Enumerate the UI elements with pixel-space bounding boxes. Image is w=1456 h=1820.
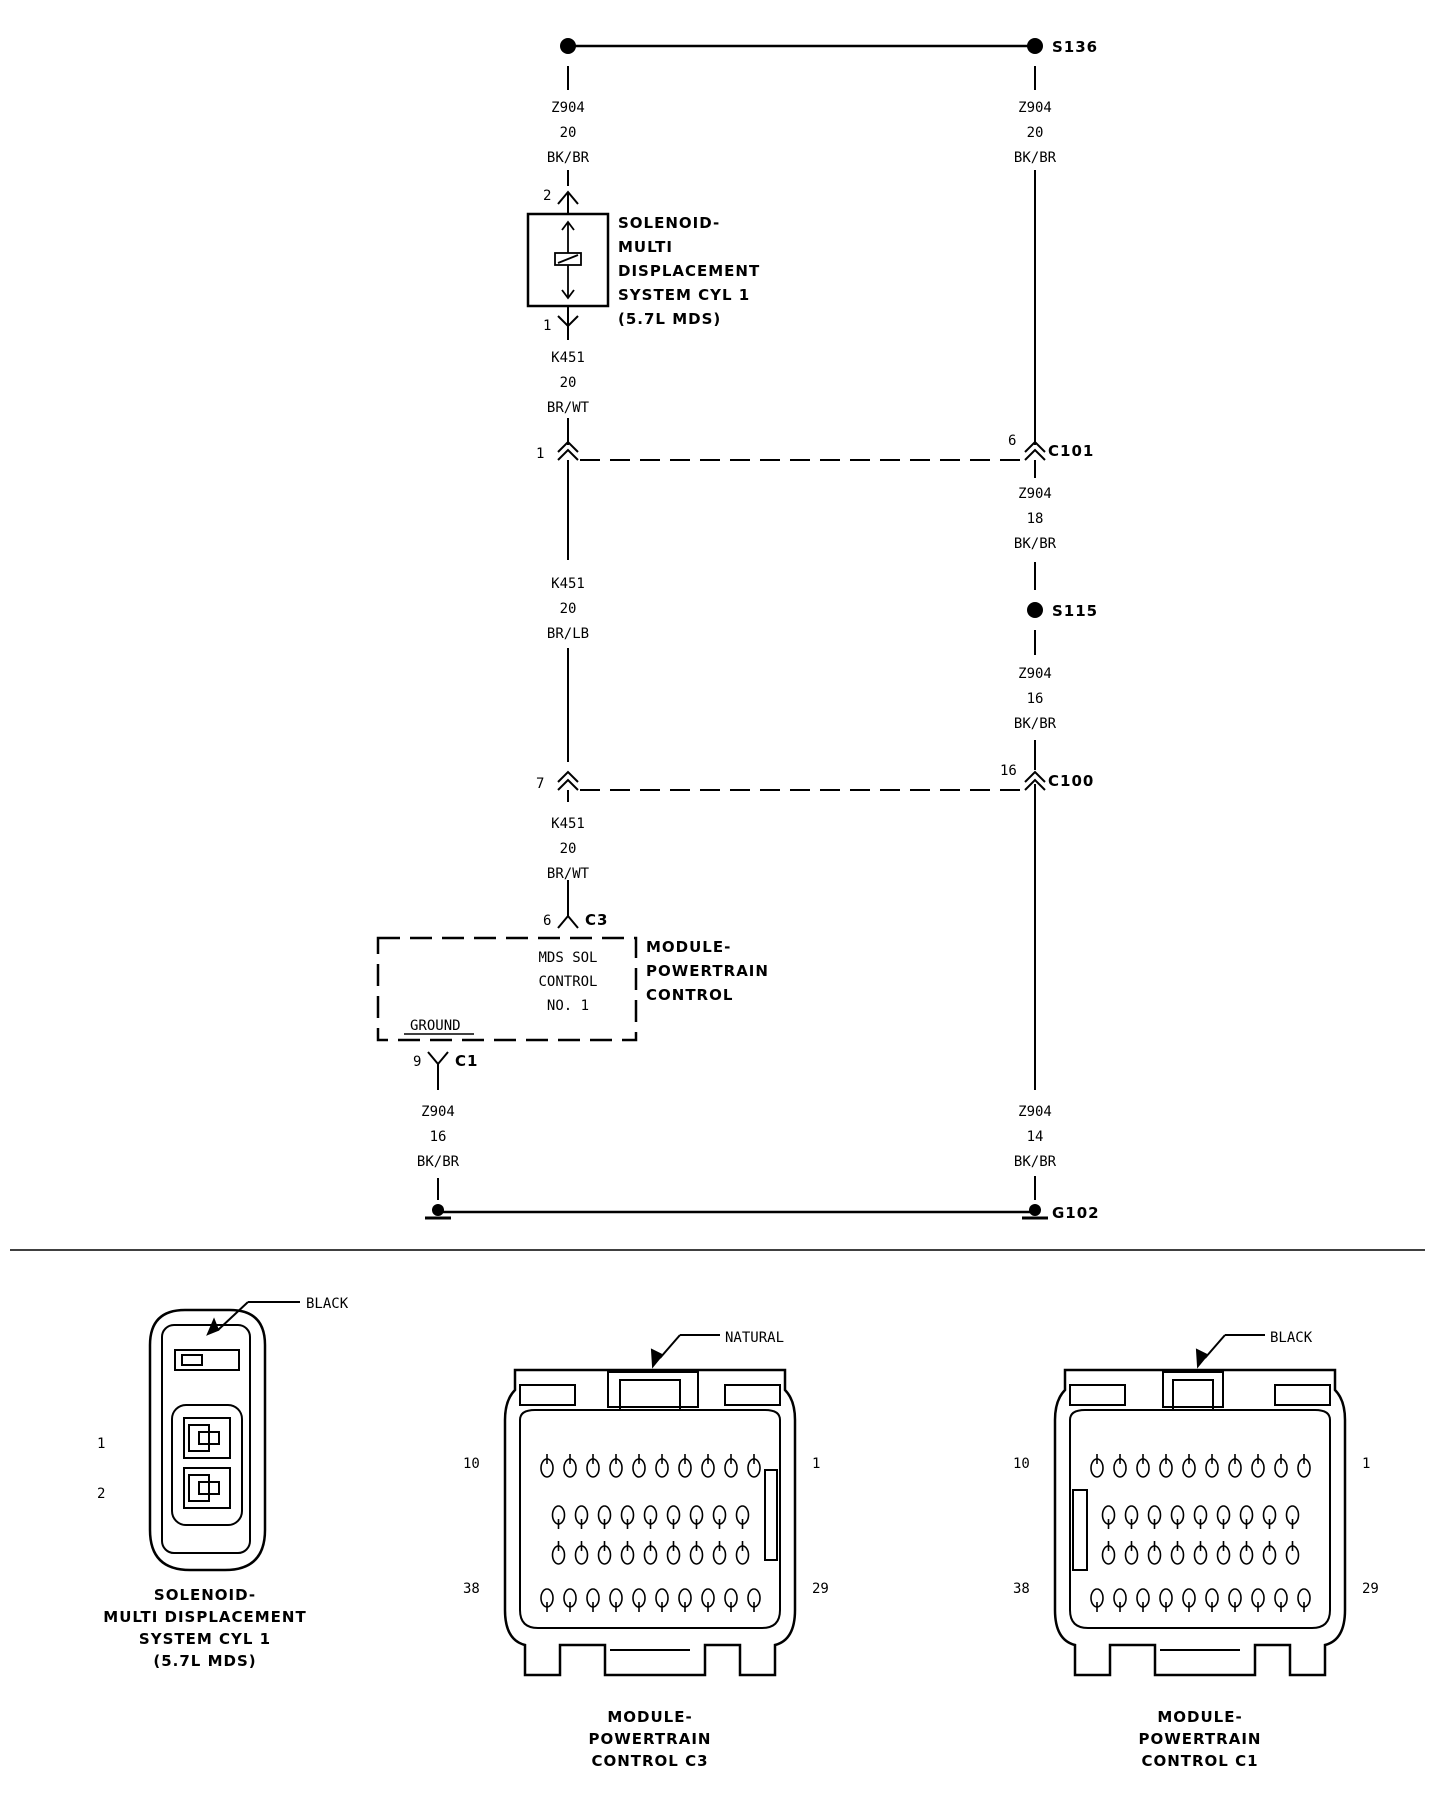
component-label-pcm: CONTROL: [646, 986, 733, 1004]
wire-gauge-label: 20: [1027, 125, 1044, 141]
splice-dot-s115: [1027, 602, 1043, 618]
connector-symbol: [1024, 770, 1046, 791]
component-label-solenoid: DISPLACEMENT: [618, 262, 760, 280]
pcm-internal-label: MDS SOL: [538, 950, 597, 966]
pin-number-label: 29: [812, 1581, 829, 1597]
component-label-solenoid: SOLENOID-: [618, 214, 720, 232]
wire-color-label: BK/BR: [547, 150, 590, 166]
wire-gauge-label: 18: [1027, 511, 1044, 527]
pin-label: 1: [543, 318, 551, 334]
wire-color-label: BK/BR: [1014, 150, 1057, 166]
splice-label-s115: S115: [1052, 602, 1098, 620]
connector-label-c1: C1: [455, 1052, 478, 1070]
wire-color-label: BK/BR: [1014, 536, 1057, 552]
pcm-internal-label: CONTROL: [538, 974, 597, 990]
pin-label: 2: [543, 188, 551, 204]
splice-dot-left-top: [560, 38, 576, 54]
pin-label: 6: [543, 913, 551, 929]
pin-number-label: 2: [97, 1486, 105, 1502]
connector-caption: CONTROL C3: [591, 1752, 708, 1770]
pin-number-label: 10: [463, 1456, 480, 1472]
pcm-c1-connector-view: [1053, 1334, 1347, 1677]
wire-gauge-label: 20: [560, 125, 577, 141]
pcm-c3-pin-grid: [540, 1454, 761, 1612]
ground-dot-g102: [1029, 1204, 1041, 1216]
connector-caption: (5.7L MDS): [153, 1652, 256, 1670]
wire-color-label: BK/BR: [1014, 1154, 1057, 1170]
pin-label: 1: [536, 446, 544, 462]
wire-circuit-label: K451: [551, 816, 585, 832]
pin-number-label: 1: [1362, 1456, 1370, 1472]
wire-color-label: BK/BR: [417, 1154, 460, 1170]
ground-label-g102: G102: [1052, 1204, 1100, 1222]
connector-label-c3: C3: [585, 911, 608, 929]
connector-color-label: BLACK: [306, 1296, 349, 1312]
connector-color-label: BLACK: [1270, 1330, 1313, 1346]
wire-gauge-label: 20: [560, 375, 577, 391]
pin-number-label: 1: [812, 1456, 820, 1472]
wire-gauge-label: 20: [560, 841, 577, 857]
pcm-ground-label: GROUND: [410, 1018, 461, 1034]
pin-label: 6: [1008, 433, 1016, 449]
ground-dot-left: [432, 1204, 444, 1216]
wire-circuit-label: Z904: [551, 100, 585, 116]
connector-caption: POWERTRAIN: [1139, 1730, 1262, 1748]
component-label-solenoid: (5.7L MDS): [618, 310, 721, 328]
connector-symbol: [557, 306, 579, 328]
pcm-c1-pin-grid: [1090, 1454, 1311, 1612]
pin-number-label: 1: [97, 1436, 105, 1452]
connector-caption: CONTROL C1: [1141, 1752, 1258, 1770]
splice-dot-s136: [1027, 38, 1043, 54]
wire-gauge-label: 16: [430, 1129, 447, 1145]
component-label-solenoid: MULTI: [618, 238, 673, 256]
wire-circuit-label: K451: [551, 350, 585, 366]
splice-label-s136: S136: [1052, 38, 1098, 56]
wire-color-label: BR/WT: [547, 400, 590, 416]
solenoid-coil-symbol: [554, 220, 582, 300]
wire-circuit-label: K451: [551, 576, 585, 592]
connector-color-label: NATURAL: [725, 1330, 784, 1346]
wire-circuit-label: Z904: [1018, 666, 1052, 682]
wire-color-label: BK/BR: [1014, 716, 1057, 732]
wire-circuit-label: Z904: [1018, 100, 1052, 116]
pcm-dashed-box: [376, 936, 638, 1042]
connector-caption: MULTI DISPLACEMENT: [103, 1608, 306, 1626]
wire-circuit-label: Z904: [1018, 1104, 1052, 1120]
pin-label: 16: [1000, 763, 1017, 779]
pin-number-label: 10: [1013, 1456, 1030, 1472]
wire-circuit-label: Z904: [1018, 486, 1052, 502]
wire-gauge-label: 14: [1027, 1129, 1044, 1145]
connector-symbol: [557, 440, 579, 461]
connector-caption: MODULE-: [1157, 1708, 1242, 1726]
pin-number-label: 29: [1362, 1581, 1379, 1597]
connector-caption: SOLENOID-: [154, 1586, 256, 1604]
wire-gauge-label: 16: [1027, 691, 1044, 707]
wire-gauge-label: 20: [560, 601, 577, 617]
connector-symbol: [557, 904, 579, 929]
component-label-pcm: POWERTRAIN: [646, 962, 769, 980]
solenoid-connector-view: [148, 1301, 300, 1572]
connector-symbol: [557, 770, 579, 791]
pcm-internal-label: NO. 1: [547, 998, 589, 1014]
pin-label: 7: [536, 776, 544, 792]
pin-number-label: 38: [463, 1581, 480, 1597]
pcm-c3-connector-view: [503, 1334, 797, 1677]
connector-label-c101: C101: [1048, 442, 1094, 460]
connector-symbol: [557, 190, 579, 214]
component-label-pcm: MODULE-: [646, 938, 731, 956]
wire-color-label: BR/LB: [547, 626, 589, 642]
connector-symbol: [427, 1051, 449, 1076]
pin-number-label: 38: [1013, 1581, 1030, 1597]
connector-caption: POWERTRAIN: [589, 1730, 712, 1748]
component-label-solenoid: SYSTEM CYL 1: [618, 286, 750, 304]
connector-caption: SYSTEM CYL 1: [139, 1630, 271, 1648]
connector-symbol: [1024, 440, 1046, 461]
connector-label-c100: C100: [1048, 772, 1094, 790]
connector-caption: MODULE-: [607, 1708, 692, 1726]
pin-label: 9: [413, 1054, 421, 1070]
wire-color-label: BR/WT: [547, 866, 590, 882]
wire-circuit-label: Z904: [421, 1104, 455, 1120]
